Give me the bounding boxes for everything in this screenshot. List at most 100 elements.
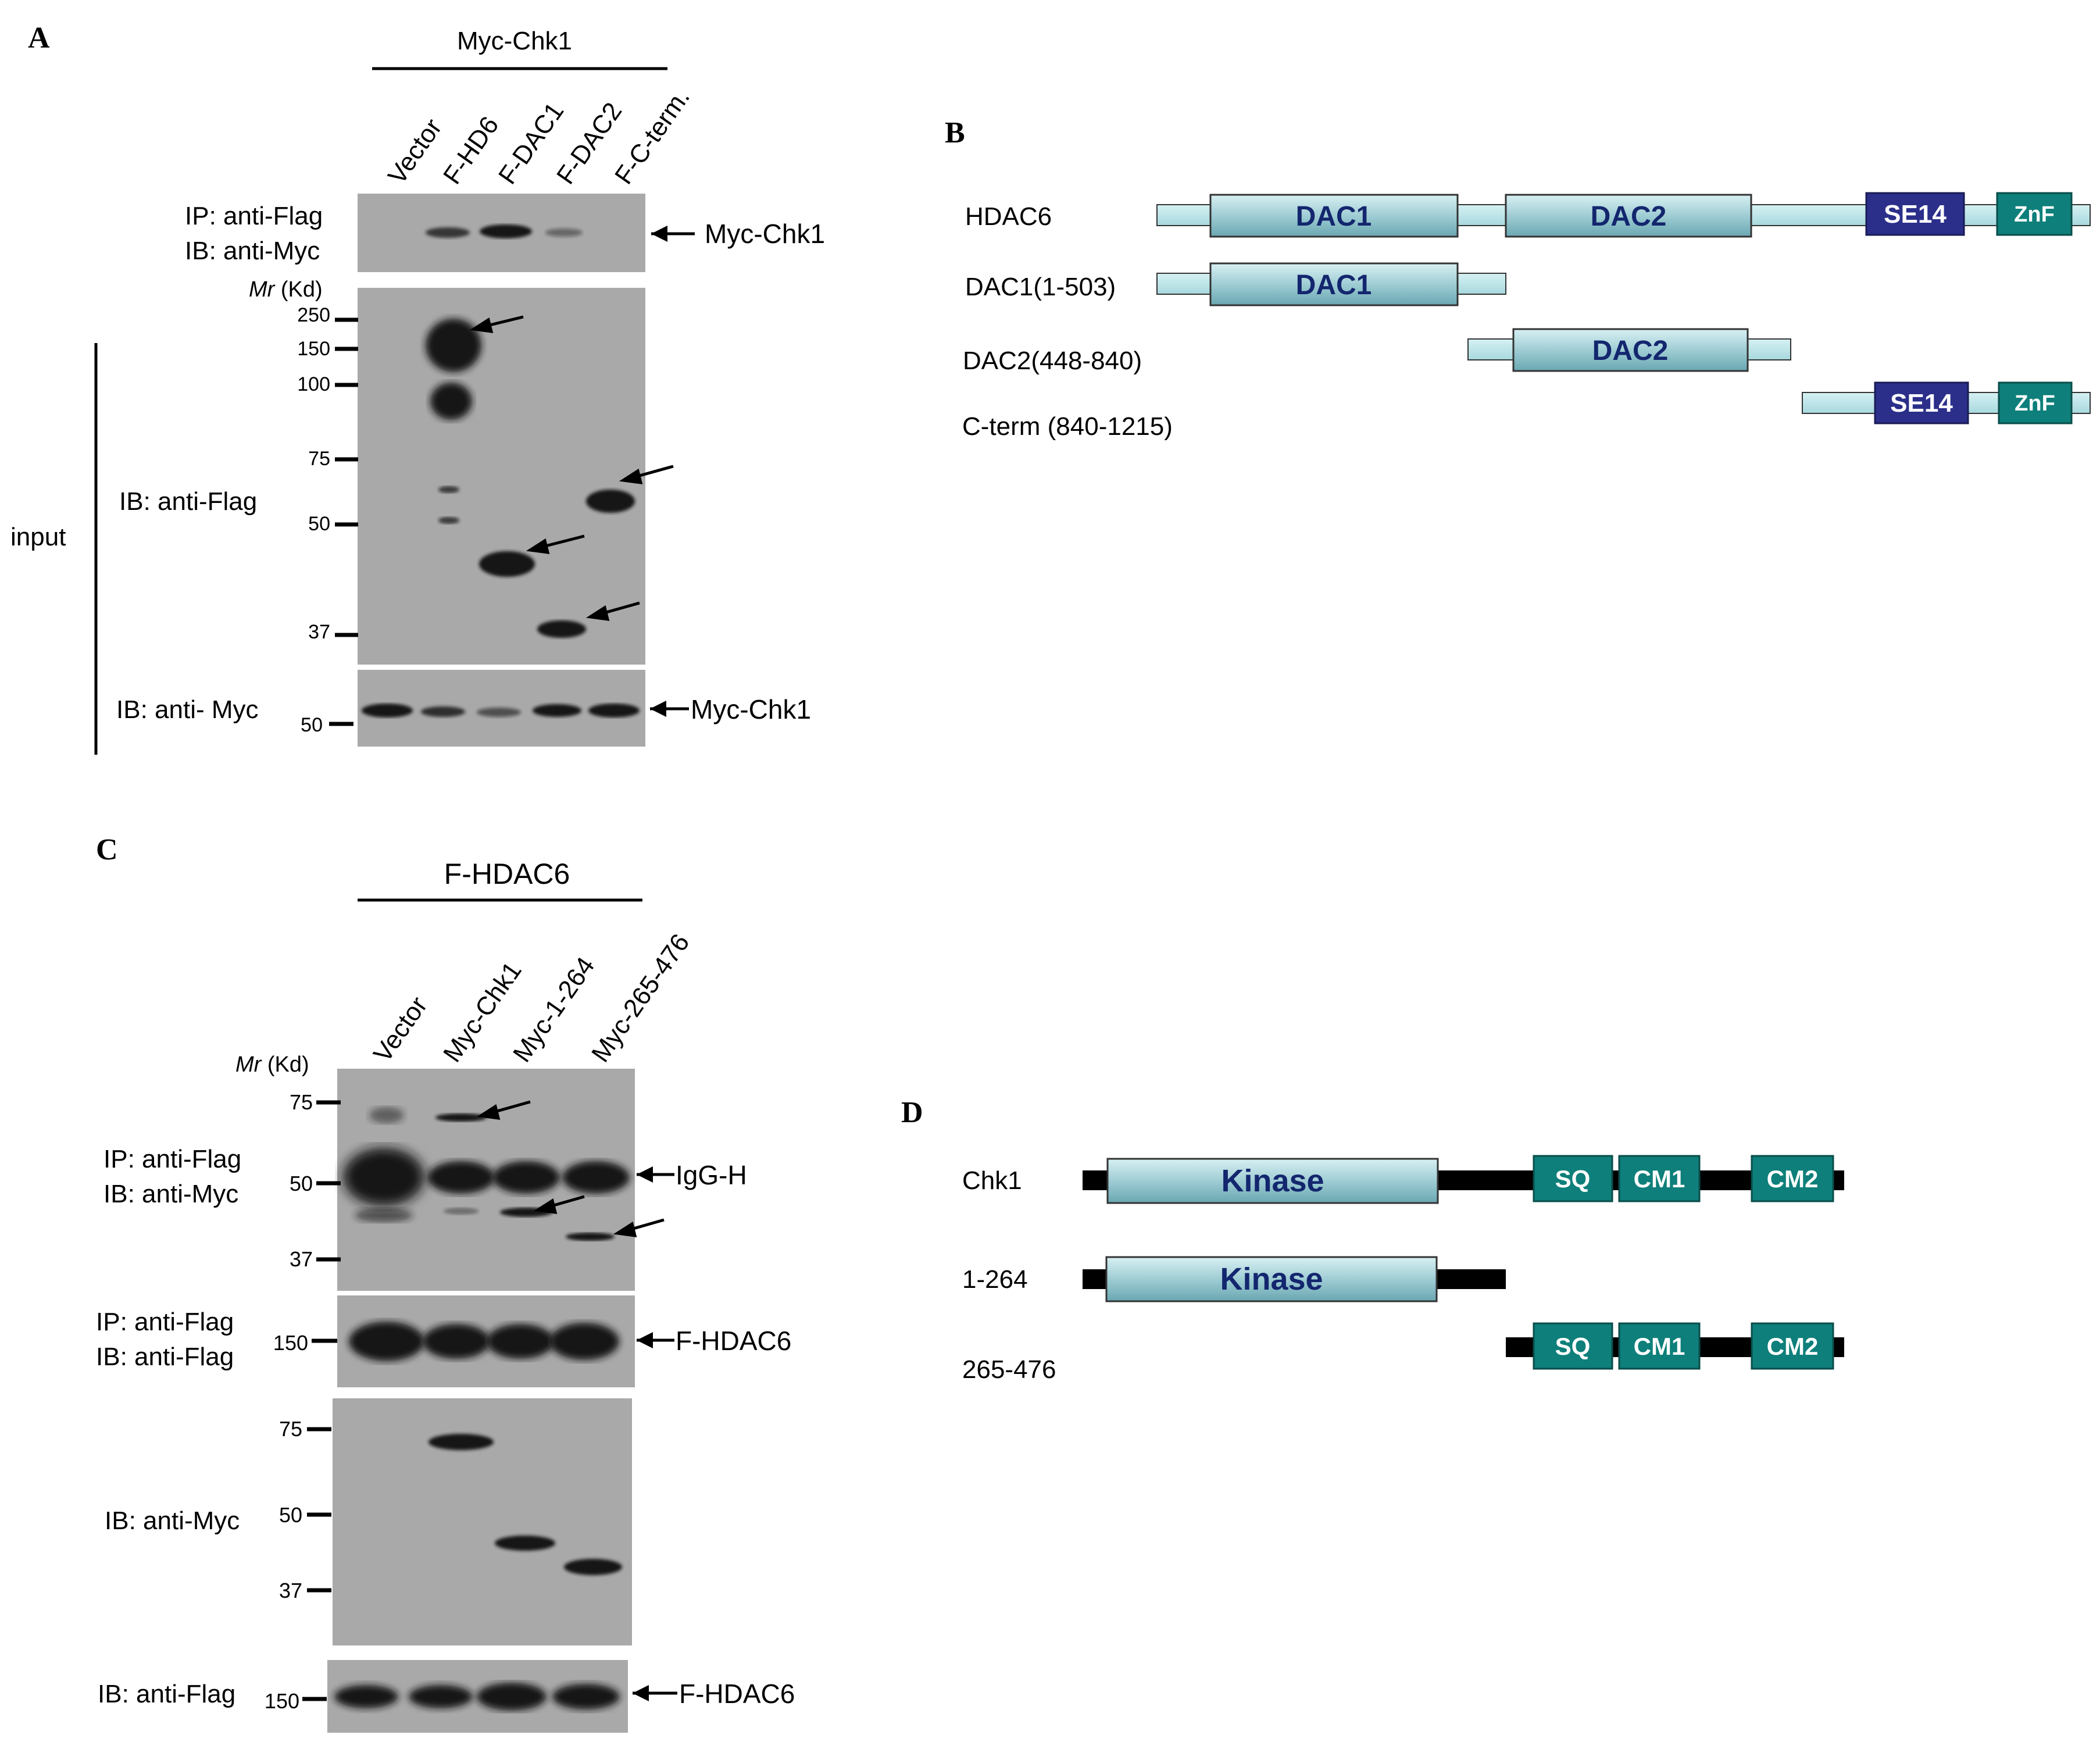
domain-cm1 (1618, 1155, 1701, 1202)
svg-text:50: 50 (290, 1172, 313, 1195)
panel-c-row2-ib: IB: anti-Flag (96, 1343, 234, 1371)
construct-chk1-label: Chk1 (962, 1166, 1022, 1195)
panel-a-flag-arrows (469, 315, 674, 621)
domain-sq-label: SQ (1555, 1165, 1591, 1193)
construct-dac1-label: DAC1(1-503) (965, 273, 1116, 301)
panel-c-row4-label: IB: anti-Flag (98, 1680, 235, 1708)
domain-dac2 (1512, 328, 1749, 372)
domain-kinase-label: Kinase (1220, 1262, 1323, 1297)
panel-a-lane-label: Vector (383, 113, 448, 189)
arrow-c-igg (637, 1166, 674, 1183)
panel-a-mr-label: Mr (Kd) (249, 277, 323, 302)
domain-cm1-label: CM1 (1634, 1165, 1685, 1193)
domain-cm1 (1618, 1322, 1701, 1370)
domain-znf (1998, 381, 2073, 424)
blot-c-row2-bands (349, 1322, 619, 1361)
blot-c-row3 (333, 1398, 632, 1645)
panel-c: C F-HDAC6 Vector Myc-Chk1 Myc-1-264 Myc-… (96, 833, 795, 1733)
panel-c-group-label: F-HDAC6 (444, 858, 570, 890)
panel-a-flag-markers: 250 150 100 75 50 37 (297, 304, 330, 643)
domain-dac2 (1505, 194, 1752, 238)
domain-cm2-label: CM2 (1767, 1165, 1819, 1193)
svg-text:37: 37 (279, 1579, 302, 1602)
panel-a-myc-label: IB: anti- Myc (116, 695, 259, 724)
blot-a-flag-bands (426, 319, 635, 638)
panel-a-ip-target: Myc-Chk1 (705, 219, 825, 249)
panel-c-row4-target: F-HDAC6 (679, 1679, 795, 1709)
panel-c-row4-marker: 150 (265, 1689, 299, 1713)
panel-c-letter: C (96, 833, 118, 866)
panel-a-myc-target: Myc-Chk1 (691, 694, 811, 724)
construct-dac2-label: DAC2(448-840) (963, 347, 1142, 375)
panel-a-marker-ticks (335, 317, 358, 637)
construct-1-264-label: 1-264 (962, 1265, 1028, 1294)
panel-c-row1-target: IgG-H (676, 1160, 747, 1190)
svg-text:150: 150 (297, 338, 330, 360)
panel-c-row1-markers: 75 50 37 (290, 1090, 313, 1271)
panel-b-letter: B (945, 116, 965, 149)
panel-b: B HDAC6 DAC1 DAC2 SE14 ZnF DAC1(1-503) D… (945, 116, 2091, 441)
panel-a-flag-label: IB: anti-Flag (119, 487, 257, 516)
panel-c-row3-label: IB: anti-Myc (105, 1507, 240, 1535)
arrow-c-row2 (637, 1332, 674, 1348)
svg-text:75: 75 (308, 448, 330, 470)
construct-cterm-label: C-term (840-1215) (962, 412, 1173, 441)
arrow-a-ip (651, 226, 695, 242)
panel-a: A Myc-Chk1 Vector F-HD6 F-DAC1 F-DAC2 F-… (10, 22, 825, 755)
construct-hdac6-label: HDAC6 (965, 202, 1052, 231)
panel-a-ip-label: IP: anti-Flag (185, 202, 323, 230)
svg-text:37: 37 (308, 621, 330, 643)
svg-text:250: 250 (297, 304, 330, 326)
panel-a-input-label: input (10, 523, 66, 551)
blot-a-myc-bands (362, 704, 640, 717)
domain-kinase-label: Kinase (1221, 1163, 1324, 1198)
arrow-a-myc (650, 701, 689, 717)
blot-c-row1-bands (343, 1107, 630, 1241)
svg-text:50: 50 (279, 1503, 302, 1527)
panel-c-mr-label: Mr (Kd) (235, 1052, 309, 1077)
domain-znf (1996, 192, 2073, 236)
blot-c-row3-bands (428, 1434, 622, 1575)
domain-sq (1533, 1155, 1613, 1202)
domain-kinase (1106, 1158, 1439, 1204)
panel-c-row1-ib: IB: anti-Myc (103, 1180, 238, 1208)
panel-a-letter: A (28, 22, 50, 55)
panel-c-lane-label: Vector (368, 991, 433, 1067)
panel-a-lane-label: F-C-term. (609, 83, 695, 189)
domain-dac2-label: DAC2 (1591, 201, 1667, 232)
domain-se14 (1865, 192, 1965, 236)
domain-znf-label: ZnF (2015, 391, 2055, 416)
domain-dac1 (1209, 194, 1459, 238)
domain-kinase (1105, 1256, 1438, 1302)
domain-cm2 (1751, 1322, 1834, 1370)
panel-d-letter: D (901, 1096, 923, 1129)
panel-c-row2-marker: 150 (273, 1331, 308, 1355)
panel-c-row3-ticks (307, 1427, 331, 1593)
blot-c-row4-bands (334, 1683, 620, 1711)
panel-c-row1-ip: IP: anti-Flag (103, 1145, 241, 1173)
panel-c-row2-target: F-HDAC6 (676, 1326, 791, 1356)
svg-text:75: 75 (290, 1090, 313, 1114)
panel-a-myc-marker: 50 (301, 714, 323, 736)
panel-a-lane-label: F-HD6 (438, 111, 504, 189)
svg-text:50: 50 (308, 513, 330, 535)
blot-a-flag (358, 288, 645, 665)
domain-cm1-label: CM1 (1634, 1333, 1685, 1360)
domain-se14 (1874, 381, 1969, 424)
panel-d: D Chk1 Kinase SQ CM1 CM2 1-264 Kinase 26… (901, 1096, 1844, 1384)
domain-dac1 (1209, 262, 1459, 306)
domain-dac2-label: DAC2 (1592, 335, 1669, 366)
panel-c-row1-ticks (316, 1100, 341, 1262)
domain-znf-label: ZnF (2014, 202, 2055, 227)
domain-sq (1533, 1322, 1613, 1370)
panel-c-row1-arrows (476, 1100, 665, 1237)
svg-text:75: 75 (279, 1417, 302, 1441)
panel-c-row2-ip: IP: anti-Flag (96, 1308, 234, 1336)
domain-dac1-label: DAC1 (1296, 201, 1372, 232)
blot-a-ip-bands (426, 224, 583, 238)
construct-265-476-label: 265-476 (962, 1355, 1056, 1384)
svg-text:100: 100 (297, 373, 330, 395)
panel-c-lane-label: Myc-265-476 (586, 929, 695, 1067)
domain-dac1-label: DAC1 (1296, 270, 1372, 301)
